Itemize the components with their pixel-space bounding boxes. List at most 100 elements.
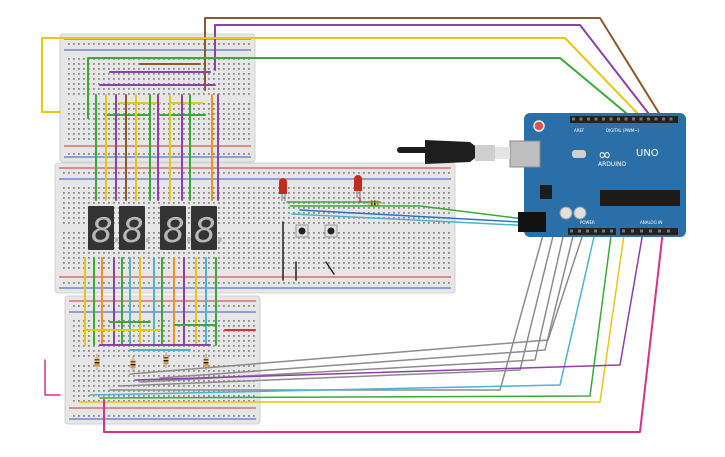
digital-pin[interactable] <box>617 117 620 121</box>
reset-button[interactable] <box>533 120 545 132</box>
digit-glyph: 8. <box>194 211 226 251</box>
resistor-band <box>94 359 100 361</box>
digital-pin[interactable] <box>632 117 635 121</box>
digital-pin[interactable] <box>579 117 583 121</box>
analog-pin[interactable] <box>667 229 670 233</box>
power-pin[interactable] <box>594 229 597 233</box>
analog-pin[interactable] <box>622 229 625 233</box>
wire-cyan-bottom-to-arduino[interactable] <box>89 227 597 396</box>
capacitor-2 <box>573 206 587 220</box>
digital-pin[interactable] <box>669 117 673 121</box>
components-layer: 8.8.8.8. <box>88 175 384 372</box>
usb-plug-connector <box>475 145 495 161</box>
usb-plug-tip <box>495 147 510 159</box>
wire-gray-bottom-to-arduino-2[interactable] <box>119 227 556 387</box>
wire-magenta-bottom-left[interactable] <box>44 359 61 396</box>
resistor-band <box>130 364 136 366</box>
capacitor-1 <box>559 206 573 220</box>
button-cap <box>298 227 306 235</box>
resistor-band <box>163 357 169 359</box>
digital-pin[interactable] <box>647 117 650 121</box>
power-pin[interactable] <box>570 229 573 233</box>
resistor-band <box>163 360 169 362</box>
analog-pin[interactable] <box>640 229 643 233</box>
wire-magenta-bottom-to-arduino[interactable] <box>103 124 676 433</box>
power-header <box>568 228 616 235</box>
resistor-bottom-4 <box>203 354 209 370</box>
digital-pin[interactable] <box>639 117 643 121</box>
wire-yellow-bottom-to-arduino[interactable] <box>79 227 626 403</box>
digital-pin[interactable] <box>587 117 590 121</box>
wire-gray-bottom-to-arduino-1[interactable] <box>109 227 546 391</box>
digit-body <box>191 206 217 250</box>
analog-pin[interactable] <box>631 229 634 233</box>
power-pin[interactable] <box>586 229 589 233</box>
digit-body <box>160 206 186 250</box>
wire-purple-top-to-arduino[interactable] <box>214 24 653 119</box>
power-jack[interactable] <box>518 212 546 232</box>
resistor-band <box>374 200 376 206</box>
power-pin[interactable] <box>610 229 613 233</box>
wire-gray-bottom-to-arduino-4[interactable] <box>159 227 576 379</box>
button-cap <box>327 227 335 235</box>
arduino-pcb <box>524 113 686 237</box>
resistor-band <box>94 364 100 366</box>
arduino-uno-board[interactable]: ∞ ARDUINO UNO DIGITAL (PWM~) AREF POWER … <box>509 113 686 237</box>
resistor-bottom-3 <box>163 352 169 368</box>
arduino-pins-layer <box>570 117 673 233</box>
digit-glyph: 8. <box>91 211 123 251</box>
resistor-band <box>130 366 136 368</box>
led-2[interactable] <box>354 175 362 198</box>
digital-pin[interactable] <box>572 117 575 121</box>
wire-gray-bottom-to-arduino-5[interactable] <box>129 227 586 375</box>
resistor-bottom-2 <box>130 356 136 372</box>
usb-socket[interactable] <box>509 140 541 168</box>
led-1[interactable] <box>279 178 287 201</box>
voltage-regulator <box>540 185 552 199</box>
push-button-1[interactable] <box>295 224 309 238</box>
digit-glyph: 8. <box>122 211 154 251</box>
crystal <box>572 150 586 158</box>
atmega-chip <box>600 190 680 206</box>
power-pin[interactable] <box>578 229 581 233</box>
arduino-model-label: UNO <box>636 148 659 159</box>
digit-glyph: 8. <box>163 211 195 251</box>
resistor-band <box>203 364 209 366</box>
resistor-bottom-1 <box>94 354 100 370</box>
usb-cable[interactable] <box>397 140 510 164</box>
digital-pin[interactable] <box>602 117 605 121</box>
resistor-band <box>94 362 100 364</box>
wire-brown-top-to-arduino[interactable] <box>204 17 663 119</box>
seven-segment-digit-4: 8. <box>191 206 226 251</box>
breadboard-bottom-holes <box>73 305 255 417</box>
power-pin[interactable] <box>602 229 605 233</box>
digital-pin[interactable] <box>662 117 665 121</box>
digital-header <box>570 116 678 123</box>
wire-green-top-to-arduino[interactable] <box>87 57 633 119</box>
analog-pin[interactable] <box>658 229 661 233</box>
digital-pin[interactable] <box>654 117 658 121</box>
analog-pin[interactable] <box>649 229 652 233</box>
digit-body <box>88 206 114 250</box>
usb-plug-body <box>425 140 475 164</box>
wire-green-bottom-to-arduino[interactable] <box>99 227 613 399</box>
resistor-band <box>203 359 209 361</box>
push-button-2[interactable] <box>324 224 338 238</box>
power-label: POWER <box>580 220 595 225</box>
resistor-band <box>163 362 169 364</box>
resistor-band <box>203 362 209 364</box>
analog-label: ANALOG IN <box>640 220 662 225</box>
digital-pin[interactable] <box>594 117 598 121</box>
digit-body <box>119 206 145 250</box>
digital-pin[interactable] <box>624 117 628 121</box>
digital-pin[interactable] <box>609 117 613 121</box>
resistor-band <box>130 361 136 363</box>
wire-yellow-top-to-arduino[interactable] <box>41 37 643 119</box>
wire-black-button-3[interactable] <box>325 261 335 275</box>
led-dome <box>279 178 287 194</box>
wire-gray-bottom-to-arduino-3[interactable] <box>139 227 566 383</box>
seven-segment-digit-3: 8. <box>160 206 195 251</box>
seven-segment-digit-2: 8. <box>119 206 154 251</box>
